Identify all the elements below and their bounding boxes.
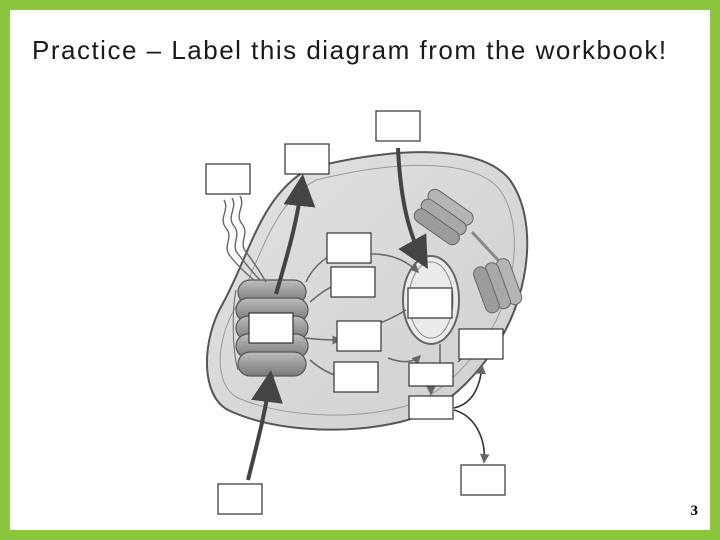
label-box-13[interactable] [461, 465, 505, 495]
label-box-14[interactable] [218, 484, 262, 514]
label-box-7[interactable] [249, 313, 293, 343]
label-box-2[interactable] [285, 144, 329, 174]
label-box-6[interactable] [408, 288, 452, 318]
label-box-5[interactable] [331, 267, 375, 297]
label-box-1[interactable] [376, 111, 420, 141]
label-box-10[interactable] [334, 362, 378, 392]
cell-diagram [10, 10, 710, 530]
page-number: 3 [691, 503, 699, 520]
label-box-8[interactable] [337, 321, 381, 351]
label-box-4[interactable] [327, 233, 371, 263]
label-box-11[interactable] [409, 363, 453, 386]
label-box-3[interactable] [206, 164, 250, 194]
label-box-9[interactable] [459, 329, 503, 359]
slide: Practice – Label this diagram from the w… [10, 10, 710, 530]
label-box-12[interactable] [409, 396, 453, 419]
